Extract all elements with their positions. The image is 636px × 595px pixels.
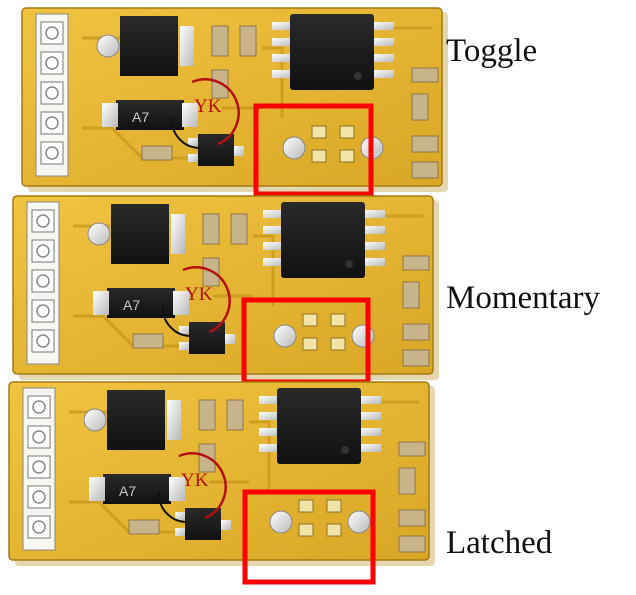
relay-board-momentary — [11, 194, 441, 385]
label-latched: Latched — [446, 525, 553, 561]
jumper-highlight-box-latched — [242, 489, 376, 585]
jumper-highlight-box-toggle — [253, 103, 374, 197]
label-toggle: Toggle — [446, 33, 538, 69]
relay-board-toggle — [20, 6, 450, 197]
relay-board-latched — [7, 380, 437, 585]
label-momentary: Momentary — [446, 280, 600, 316]
